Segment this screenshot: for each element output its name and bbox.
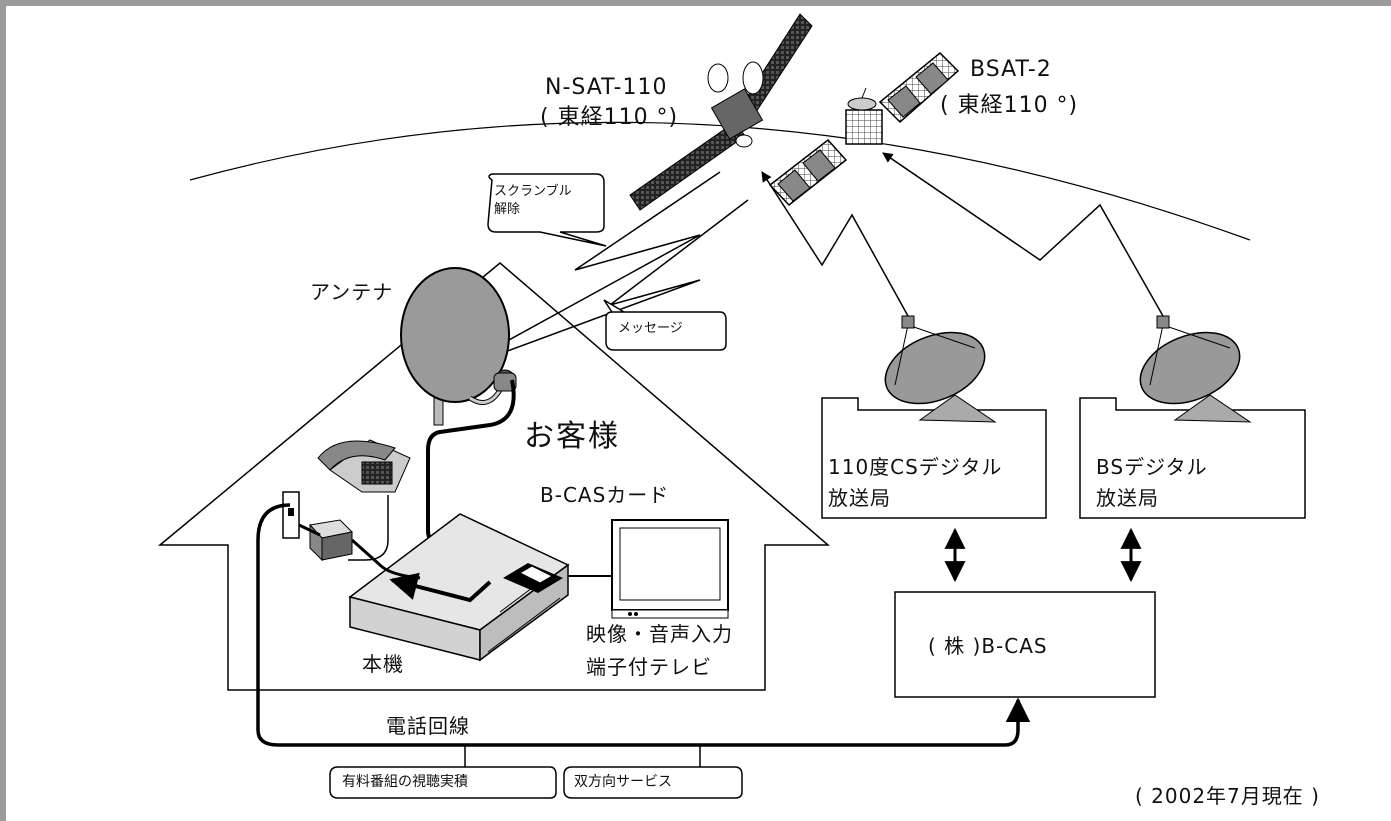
bcas-card-slot-icon — [503, 563, 563, 593]
tv-label-line2: 端子付テレビ — [586, 655, 712, 679]
bs-station-box — [1079, 397, 1306, 519]
bs-uplink-dish-icon — [1139, 315, 1252, 423]
customer-label: お客様 — [524, 419, 620, 454]
message-callout-label: メッセージ — [618, 321, 683, 336]
internal-signal-arrow — [389, 572, 492, 603]
descramble-callout-line2: 解除 — [494, 202, 521, 217]
antenna-label: アンテナ — [310, 280, 394, 304]
horizon-arc — [189, 121, 1251, 241]
uplink-bs — [882, 152, 1164, 317]
bcas-company-box — [894, 591, 1156, 698]
bcas-company-label: ( 株 )B-CAS — [928, 634, 1048, 658]
tuner-unit-icon — [348, 513, 570, 662]
footnote-date: ( 2002年7月現在 ) — [1135, 784, 1320, 808]
nsat-name-label: N-SAT-110 — [545, 75, 668, 100]
phone-line-cable — [256, 503, 1031, 747]
interactive-service-label: 双方向サービス — [574, 774, 672, 790]
viewing-history-label: 有料番組の視聴実積 — [342, 774, 468, 790]
bsat-satellite-icon — [768, 51, 960, 207]
downlink-signal-2 — [474, 199, 749, 365]
descramble-callout — [487, 173, 607, 247]
line-splitter-icon — [309, 519, 354, 562]
cs-station-label-line2: 放送局 — [828, 486, 891, 510]
cs-station-label-line1: 110度CSデジタル — [828, 455, 1003, 479]
viewing-history-callout — [329, 766, 557, 799]
bs-station-label-line2: 放送局 — [1096, 486, 1159, 510]
downlink-signal-1 — [457, 171, 721, 369]
cs-station-box — [821, 397, 1047, 519]
antenna-dish-icon — [400, 267, 517, 426]
telephone-icon — [317, 439, 411, 493]
television-icon — [611, 519, 729, 619]
bsat-name-label: BSAT-2 — [970, 57, 1052, 82]
tv-label-line1: 映像・音声入力 — [586, 622, 733, 646]
nsat-satellite-icon — [629, 13, 813, 211]
uplink-cs — [761, 171, 909, 317]
nsat-orbit-label: ( 東経110 °) — [540, 105, 679, 130]
cs-uplink-dish-icon — [884, 315, 997, 423]
descramble-callout-line1: スクランブル — [494, 184, 572, 199]
phone-cord — [348, 495, 389, 561]
interactive-service-callout — [563, 766, 743, 799]
phone-line-label: 電話回線 — [386, 714, 470, 738]
house-outline — [157, 262, 831, 691]
message-callout — [603, 299, 727, 351]
bcas-card-label: B-CASカード — [540, 483, 670, 507]
bs-station-label-line1: BSデジタル — [1096, 455, 1208, 479]
jack-to-splitter — [298, 523, 421, 580]
unit-label: 本機 — [362, 652, 404, 676]
bsat-orbit-label: ( 東経110 °) — [940, 93, 1079, 118]
